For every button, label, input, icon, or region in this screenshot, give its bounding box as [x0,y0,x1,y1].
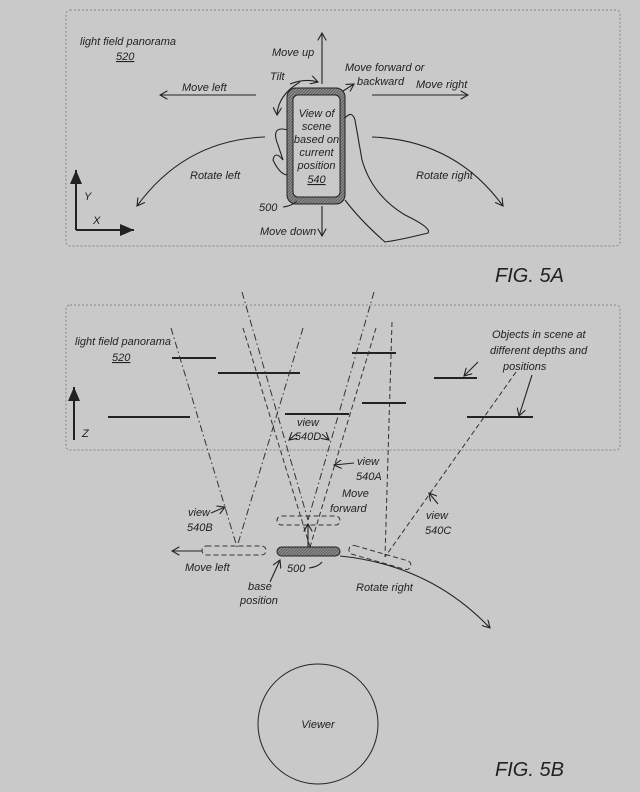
view-540d-label-1: view [297,417,320,429]
scene-objects [108,352,533,418]
view-540a-leader [334,463,355,465]
x-axis-label: X [92,215,101,227]
screen-ref: 540 [307,174,326,186]
rotate-left-arrow [137,136,266,206]
screen-text-4: current [299,147,334,159]
move-up-label: Move up [272,47,314,59]
fig-5b: light field panorama 520 Z Objects in sc… [65,291,621,785]
view-540a-label-1: view [357,456,380,468]
rotate-left-label: Rotate left [190,170,241,182]
device-ref-leader [282,200,298,208]
base-position-leader [269,560,280,583]
screen-text-5: position [297,160,336,172]
move-forward-label-2: forward [330,503,368,515]
y-axis-label: Y [84,191,92,203]
rotate-right-arrow [371,136,503,206]
objects-label-2: different depths and [490,345,588,357]
tilt-label: Tilt [270,71,286,83]
z-axis-label: Z [81,428,90,440]
move-right-label: Move right [416,79,468,91]
phone-screen [292,94,341,198]
move-forward-label-2: backward [357,76,405,88]
panorama-frame-5b [65,304,621,451]
left-position [201,545,267,556]
move-down-label: Move down [260,226,316,238]
screen-text-2: scene [302,121,331,133]
view-540c-ray [384,371,517,558]
fig-5a: light field panorama 520 Move up Move fo… [65,9,621,287]
view-540b-label-2: 540B [187,522,213,534]
view-540c-ray [384,321,393,558]
base-position-device [276,546,341,557]
base-position-label-2: position [239,595,278,607]
tilt-arrow-top [289,80,318,85]
objects-leader [519,374,533,416]
hand-fingers [272,128,289,176]
view-540d-leader [322,434,329,440]
panorama-ref: 520 [112,352,131,364]
screen-text-3: based on [294,134,339,146]
hand-outline [344,113,430,243]
view-540b-ray [236,327,304,548]
panorama-label: light field panorama [75,336,171,348]
view-540d-label-2: 540D [295,431,321,443]
view-540b-leader [210,507,225,513]
rotate-right-label: Rotate right [416,170,474,182]
view-540a-label-2: 540A [356,471,382,483]
objects-leader [464,361,479,376]
view-540c-leader [429,493,439,505]
objects-label-3: positions [502,361,547,373]
forward-position [276,515,341,526]
viewer-label: Viewer [301,719,336,731]
move-forward-label-1: Move [342,488,369,500]
view-540c-label-2: 540C [425,525,451,537]
rotate-right-arrow [339,555,490,628]
viewer-circle [257,663,379,785]
device-ref: 500 [287,563,306,575]
figure-caption-5b: FIG. 5B [495,759,564,781]
move-left-label: Move left [182,82,228,94]
tilt-arrow [277,81,301,115]
device-ref-leader [308,561,323,569]
view-540b-label-1: view [188,507,211,519]
panorama-label: light field panorama [80,36,176,48]
screen-text-1: View of [299,108,336,120]
figure-caption-5a: FIG. 5A [495,265,564,287]
view-540d-leader [289,434,296,440]
rotated-position [348,544,412,571]
view-540c-label-1: view [426,510,449,522]
base-position-label-1: base [248,581,272,593]
rotate-right-label: Rotate right [356,582,414,594]
view-540d-ray [241,291,309,521]
move-forward-label-1: Move forward or [345,62,426,74]
objects-label-1: Objects in scene at [492,329,586,341]
move-left-label: Move left [185,562,231,574]
view-540a-ray [309,327,377,548]
view-540a-ray [242,327,311,548]
view-540d-ray [307,291,375,521]
device-ref: 500 [259,202,278,214]
panorama-frame-5a [65,9,621,247]
panorama-ref: 520 [116,51,135,63]
